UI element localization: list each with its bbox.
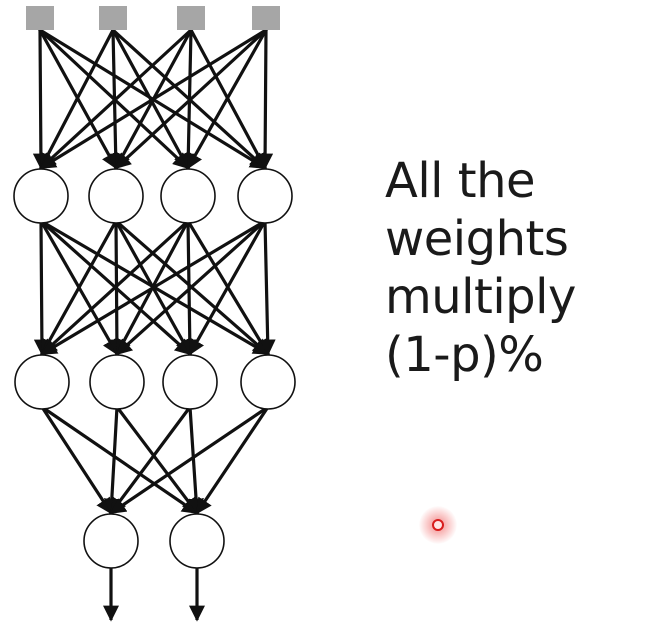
connection-arrow [40,219,118,356]
connection-arrow [188,405,205,515]
connection-arrow [115,219,267,356]
input-unit [177,6,205,30]
caption-line: (1-p)% [385,327,544,383]
caption-text: All the weights multiply (1-p)% [385,152,655,384]
hidden-neuron [240,354,296,410]
laser-pointer-center [432,519,444,531]
hidden-neuron [13,168,69,224]
hidden-neuron [162,354,218,410]
connection-arrow [33,219,50,356]
connection-arrow [40,219,190,356]
connection-arrow [39,28,115,170]
connection-arrow [40,405,199,515]
connection-arrow [109,405,270,515]
hidden-neuron [160,168,216,224]
connection-arrow [114,28,268,170]
output-neuron [83,513,139,569]
output-neuron [169,513,225,569]
connection-arrow [39,28,268,170]
hidden-neuron [88,168,144,224]
laser-pointer-dot [419,506,457,544]
connection-arrow [186,28,268,170]
hidden-neuron [237,168,293,224]
connection-arrow [109,405,192,515]
input-unit [252,6,280,30]
connection-arrow [32,28,49,170]
hidden-neuron [14,354,70,410]
caption-line: multiply [385,269,576,325]
connection-arrow [188,219,267,356]
connection-arrow [40,219,267,356]
connection-arrow [259,219,276,356]
unit-layer [13,6,296,569]
caption-line: weights [385,211,569,267]
connection-arrow [40,405,113,515]
input-unit [26,6,54,30]
connection-arrow [257,28,274,170]
connection-arrow [195,405,270,515]
connection-arrow [103,405,120,515]
hidden-neuron [89,354,145,410]
input-unit [99,6,127,30]
connection-layer [32,28,276,622]
connection-arrow [115,405,199,515]
caption-line: All the [385,153,536,209]
connection-arrow [39,28,193,170]
